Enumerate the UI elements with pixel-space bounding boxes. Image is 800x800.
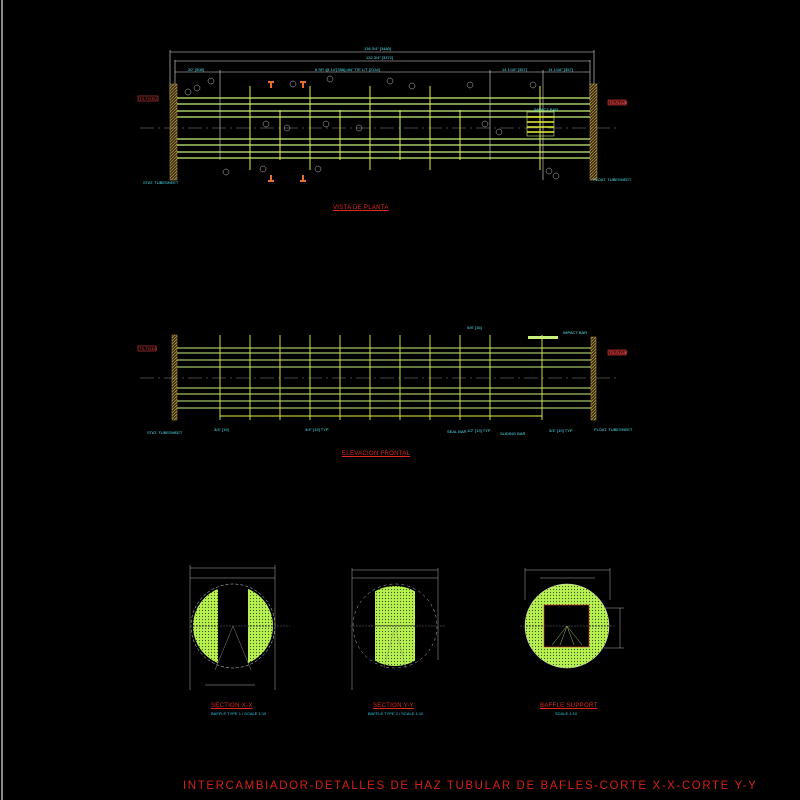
baffle-support-subtitle: SCALE 1:10 (555, 711, 578, 716)
elev-dim-4: 1/2" [13] TYP (467, 428, 491, 433)
plan-dimension-lines (169, 50, 595, 180)
section-x-x-title: SECTION X-X (211, 703, 253, 709)
plan-impact-label: IMPACT BAR (534, 107, 559, 112)
plan-impact-bars (526, 111, 555, 137)
plan-right-tag: TS-FLOAT (609, 100, 629, 105)
elev-impact-plate (528, 336, 558, 339)
plan-dim-right-seg-1: 14 1/16" [357] (502, 67, 527, 72)
section-y-y-title: SECTION Y-Y (373, 703, 414, 709)
plan-left-tubesheet (169, 83, 178, 181)
plan-tubes (177, 97, 590, 159)
section-y-y-drawing (350, 568, 445, 690)
elev-right-tubesheet (590, 336, 597, 421)
elev-right-tag-box (607, 349, 627, 356)
elev-dim-3: 5/8" [16] (467, 325, 482, 330)
plan-view-title: VISTA DE PLANTA (333, 205, 389, 211)
plan-left-tag-box (137, 95, 159, 102)
plan-balloons (184, 75, 560, 180)
plan-right-tag-box (607, 99, 627, 106)
elev-sliding-label: SLIDING BAR (500, 431, 526, 436)
plan-dim-right-seg-2: 14 1/16" [357] (548, 67, 573, 72)
elev-left-tag-box (137, 345, 157, 352)
elevation-view-title: ELEVACION FRONTAL (342, 451, 411, 457)
plan-right-note: FLOAT. TUBESHEET (593, 177, 632, 182)
section-x-x-drawing (189, 565, 290, 690)
elev-baffles (219, 335, 543, 420)
plan-dim-overall: 136 3/4" [3480] (364, 46, 391, 51)
plan-dim-middle-seg: 6 SP. @ 14"[356]=84" TIE L/T [2134] (315, 67, 380, 72)
plan-left-note: STAT. TUBESHEET (143, 180, 179, 185)
baffle-support-drawing (520, 568, 624, 669)
elev-left-tubesheet (171, 334, 178, 421)
section-y-y-subtitle: BAFFLE TYPE 2 / SCALE 1:10 (368, 711, 424, 716)
plan-view (137, 50, 627, 182)
elev-left-note: STAT. TUBESHEET (147, 430, 183, 435)
plan-baffles (249, 86, 541, 170)
plan-dim-inner: 132 3/4" [3372] (366, 55, 393, 60)
elev-left-tag: TS-FIXED (139, 346, 158, 351)
drawing-main-title: INTERCAMBIADOR-DETALLES DE HAZ TUBULAR D… (183, 780, 758, 792)
elev-dim-5: 3/4" [19] TYP (549, 428, 573, 433)
elevation-view (137, 334, 627, 421)
elev-right-note: FLOAT. TUBESHEET (594, 427, 633, 432)
elev-impact-label: IMPACT BAR (563, 330, 588, 335)
plan-right-tubesheet (589, 83, 598, 181)
baffle-support-title: BAFFLE SUPPORT (540, 703, 598, 709)
drawing-border-left (1, 0, 3, 800)
section-x-x-subtitle: BAFFLE TYPE 1 / SCALE 1:10 (211, 711, 267, 716)
elev-seal-label: SEAL BAR (447, 429, 467, 434)
elev-right-tag: TS-FLOAT (609, 350, 629, 355)
plan-dim-left-seg: 20" [508] (188, 67, 204, 72)
elev-tubes (177, 347, 591, 409)
plan-left-tag: TS-FIXED (139, 96, 158, 101)
elev-dim-1: 3/4" [19] (214, 427, 229, 432)
plan-section-markers (268, 81, 306, 182)
elev-dim-2: 3/4" [19] TYP (305, 427, 329, 432)
